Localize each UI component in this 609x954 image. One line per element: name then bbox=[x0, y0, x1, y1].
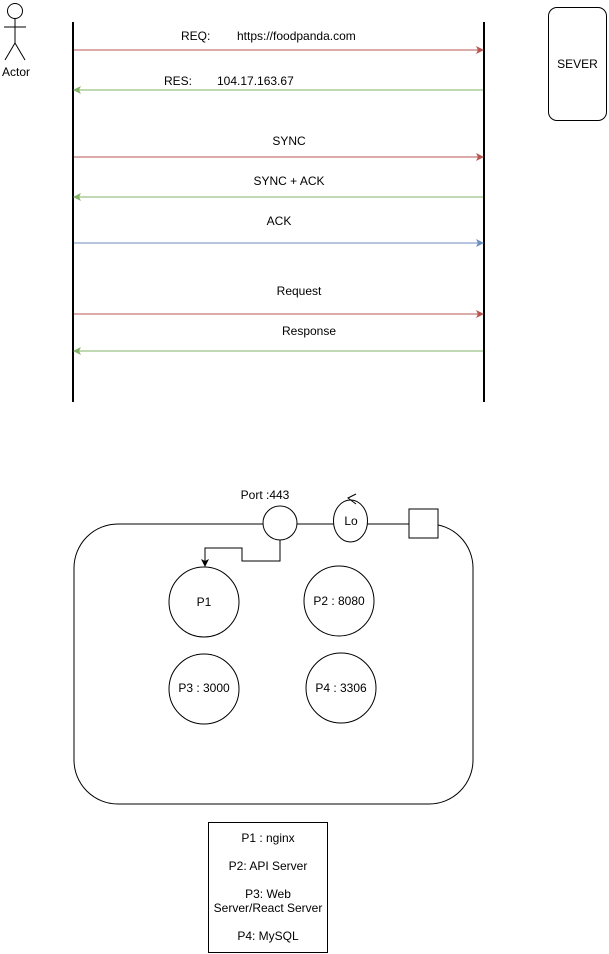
legend-line-p4: P4: MySQL bbox=[237, 929, 299, 943]
process-p4-node bbox=[305, 652, 377, 724]
message-label-ack: ACK bbox=[266, 214, 292, 228]
server-label: SEVER bbox=[557, 57, 598, 71]
interface-square bbox=[408, 508, 439, 539]
server-participant: SEVER bbox=[548, 7, 607, 121]
message-value-req: https://foodpanda.com bbox=[237, 29, 356, 43]
port-to-p1-connector bbox=[201, 540, 281, 567]
process-p3-label: P3 : 3000 bbox=[178, 681, 230, 695]
loopback-arrow-icon bbox=[347, 493, 357, 505]
legend-line-p1: P1 : nginx bbox=[241, 831, 295, 845]
process-p2-node bbox=[303, 565, 375, 637]
process-p1-label: P1 bbox=[196, 595, 212, 609]
message-value-res: 104.17.163.67 bbox=[217, 74, 294, 88]
legend-line-p3-cont: Server/React Server bbox=[213, 901, 323, 915]
loopback-label: Lo bbox=[344, 514, 358, 528]
message-label-response: Response bbox=[281, 324, 337, 338]
process-p1-node bbox=[168, 566, 240, 638]
message-label-res: RES: bbox=[164, 74, 193, 88]
message-label-request: Request bbox=[276, 284, 322, 298]
process-p4-label: P4 : 3306 bbox=[315, 681, 367, 695]
message-label-sync: SYNC bbox=[272, 134, 306, 148]
legend-line-p2: P2: API Server bbox=[228, 859, 308, 873]
port-node bbox=[262, 505, 298, 541]
message-label-sync-ack: SYNC + ACK bbox=[253, 174, 325, 188]
process-p2-label: P2 : 8080 bbox=[313, 594, 365, 608]
actor-label: Actor bbox=[1, 65, 31, 79]
process-legend: P1 : nginx P2: API Server P3: Web Server… bbox=[208, 822, 328, 953]
message-label-req: REQ: bbox=[181, 29, 211, 43]
legend-line-p3: P3: Web bbox=[245, 887, 291, 901]
process-p3-node bbox=[168, 653, 240, 725]
actor-icon bbox=[4, 3, 26, 61]
server-container bbox=[73, 523, 474, 805]
port-label: Port :443 bbox=[240, 488, 290, 502]
